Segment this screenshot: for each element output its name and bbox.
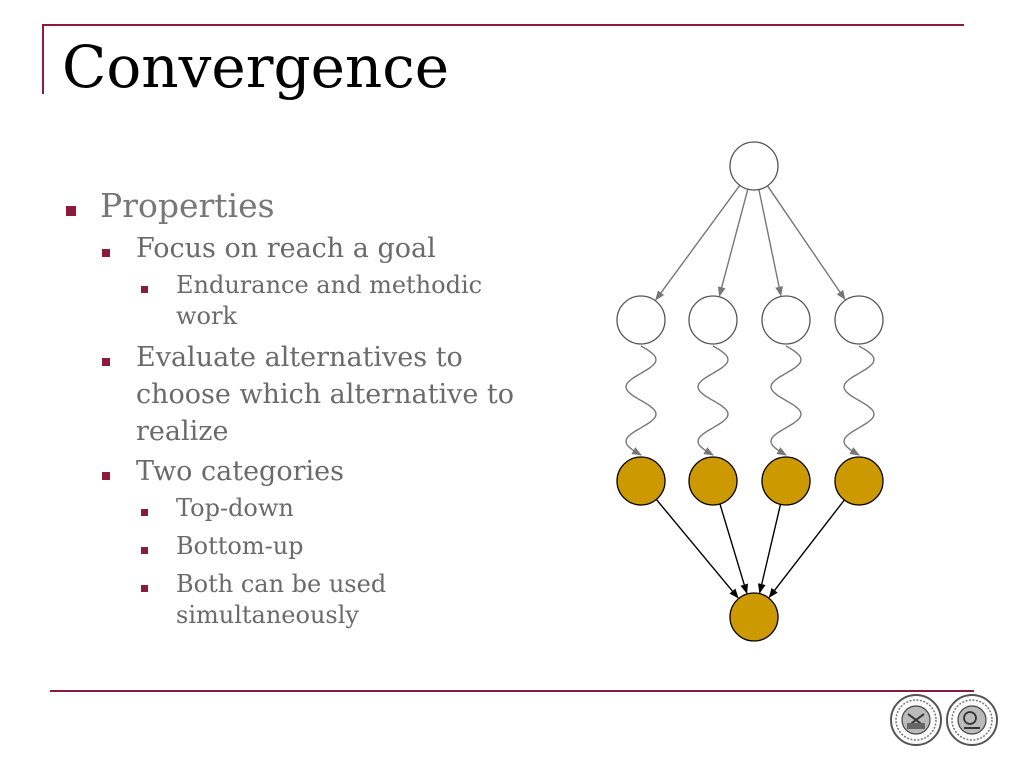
bullet-level-3: Endurance and methodic work: [62, 270, 532, 332]
bullet-level-3: Bottom-up: [62, 531, 532, 562]
slide-title: Convergence: [62, 33, 450, 101]
bullet-marker-icon: [66, 206, 76, 216]
university-seals: [890, 694, 998, 746]
bullet-marker-icon: [141, 585, 148, 592]
edge-result-3-goal: [757, 504, 782, 594]
edge-root-branch-2: [717, 189, 749, 297]
bullet-marker-icon: [102, 249, 110, 257]
bullet-marker-icon: [141, 547, 148, 554]
bullet-marker-icon: [102, 358, 110, 366]
node-result-2: [688, 456, 738, 506]
bullet-text: Focus on reach a goal: [136, 233, 436, 264]
edge-branch-4-result-4: [843, 345, 875, 456]
bullet-level-2: Evaluate alternatives to choose which al…: [62, 339, 532, 450]
edge-result-4-goal: [768, 499, 845, 598]
bullet-text: Top-down: [176, 494, 294, 522]
node-root: [729, 141, 779, 191]
footer-rule: [50, 690, 974, 692]
edge-root-branch-4: [766, 185, 846, 301]
bullet-marker-icon: [102, 472, 110, 480]
edge-root-branch-3: [758, 189, 783, 297]
bullet-text: Two categories: [136, 456, 344, 487]
node-branch-3: [761, 295, 811, 345]
edge-result-1-goal: [655, 499, 739, 599]
bullet-text: Bottom-up: [176, 532, 304, 560]
edge-branch-2-result-2: [697, 345, 729, 456]
edge-branch-1-result-1: [625, 345, 657, 456]
edge-branch-3-result-3: [770, 345, 802, 456]
bullet-level-1: Properties: [62, 186, 532, 226]
bullet-level-2: Two categories: [62, 453, 532, 490]
bullet-level-3: Both can be used simultaneously: [62, 569, 532, 631]
edge-result-2-goal: [719, 503, 748, 595]
bullet-text: Evaluate alternatives to choose which al…: [136, 342, 515, 447]
bullet-text: Endurance and methodic work: [176, 271, 483, 330]
bullet-level-3: Top-down: [62, 493, 532, 524]
frame-left-rule: [42, 24, 44, 94]
node-branch-1: [616, 295, 666, 345]
node-branch-2: [688, 295, 738, 345]
bullet-level-2: Focus on reach a goal: [62, 230, 532, 267]
bullet-text: Both can be used simultaneously: [176, 570, 387, 629]
university-seal-left: [890, 694, 942, 746]
node-result-3: [761, 456, 811, 506]
node-result-4: [834, 456, 884, 506]
edge-root-branch-1: [655, 184, 741, 301]
bullet-text: Properties: [100, 186, 275, 225]
node-goal: [729, 592, 779, 642]
frame-top-rule: [42, 24, 964, 26]
bullet-marker-icon: [141, 286, 148, 293]
university-seal-right: [946, 694, 998, 746]
node-branch-4: [834, 295, 884, 345]
bullet-marker-icon: [141, 509, 148, 516]
node-result-1: [616, 456, 666, 506]
